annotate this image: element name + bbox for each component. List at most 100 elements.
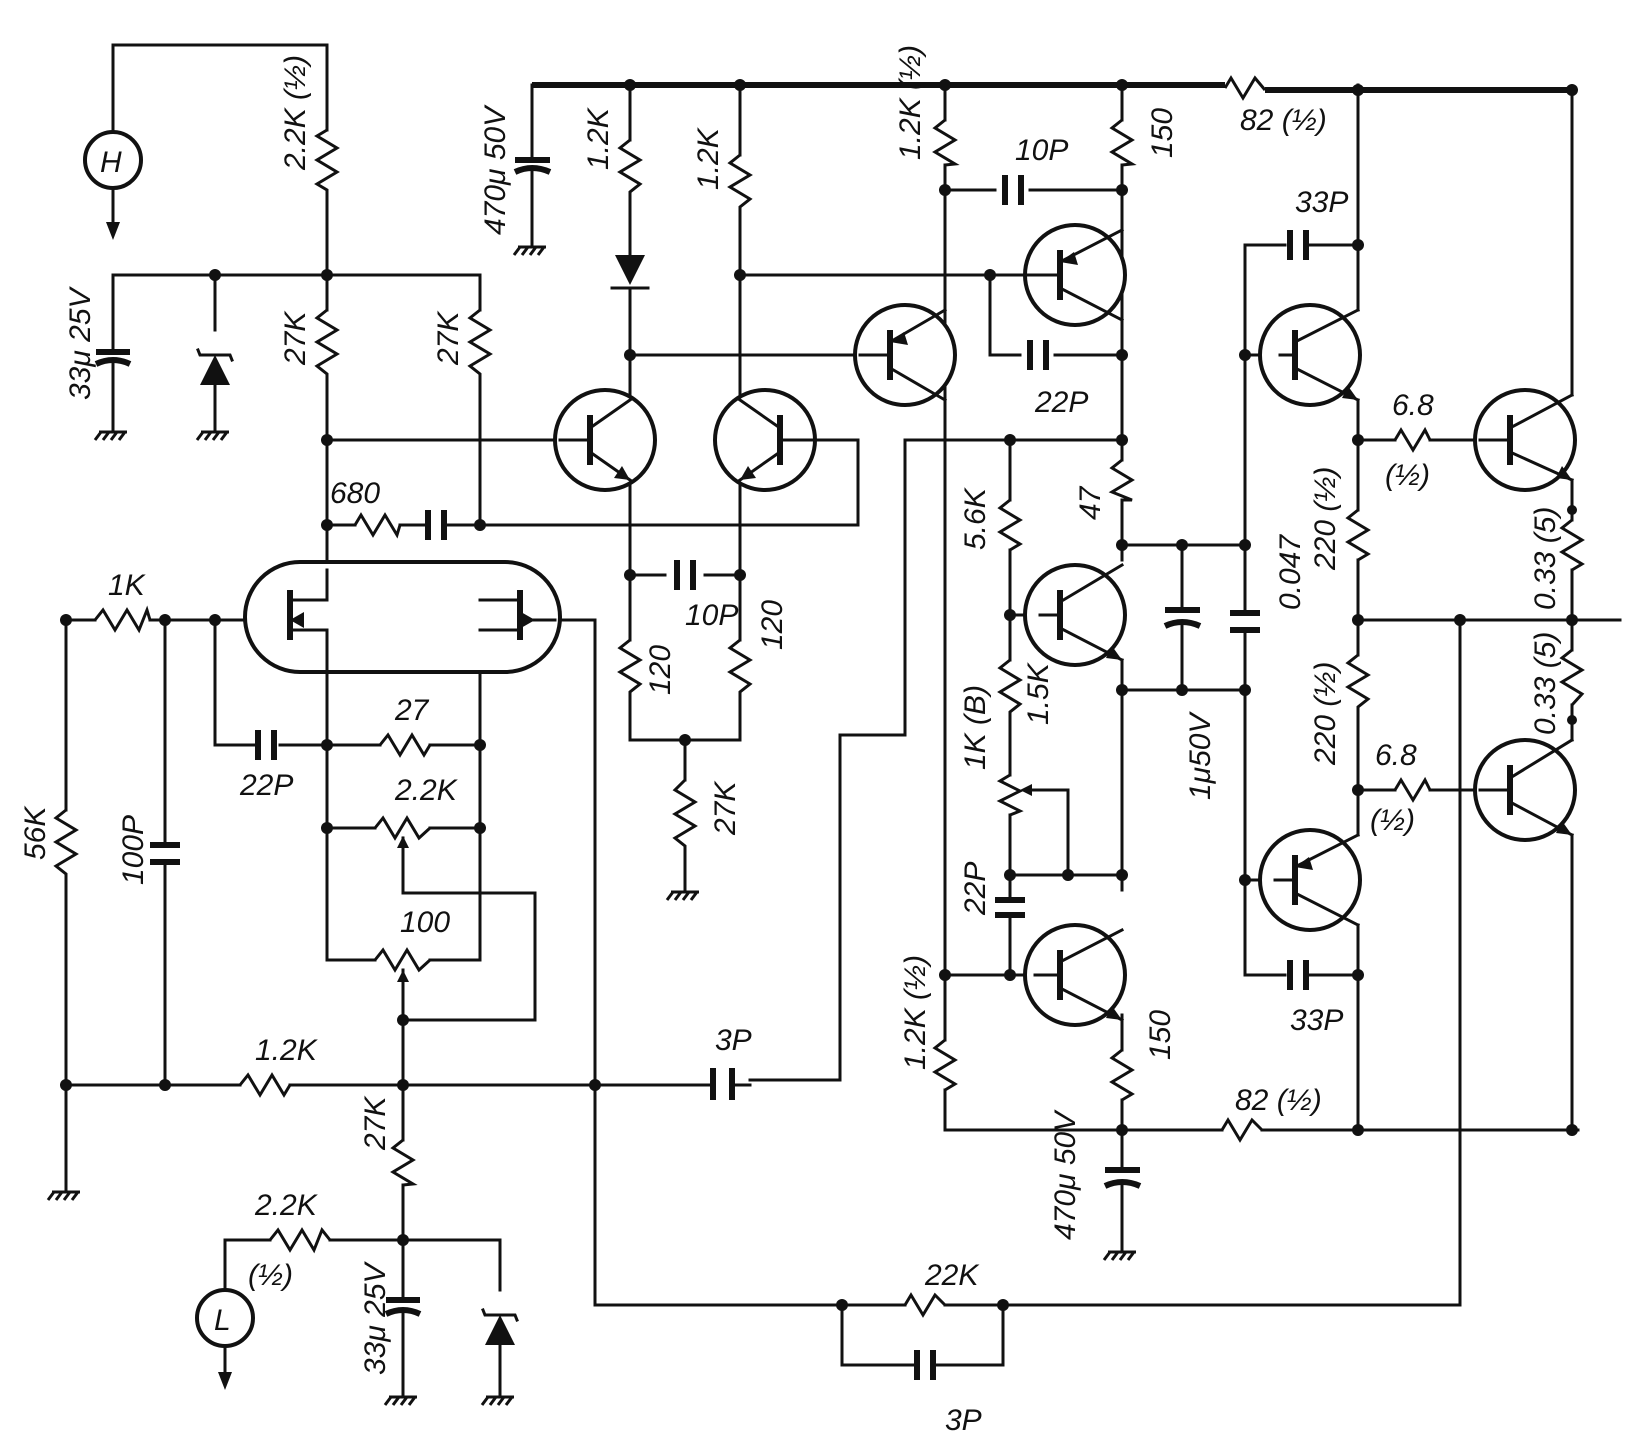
transistor-driver-top bbox=[1258, 303, 1362, 407]
zener-low bbox=[481, 1308, 519, 1345]
label-c-470u-low: 470μ 50V bbox=[1049, 1109, 1082, 1240]
resistor-150-low bbox=[1109, 1048, 1135, 1102]
transistor-diff-right bbox=[713, 388, 832, 492]
diode-bias bbox=[610, 255, 650, 290]
label-c-10p-top: 10P bbox=[1015, 134, 1068, 167]
label-r-27k-tail: 27K bbox=[709, 780, 742, 836]
resistor-2k2-low bbox=[268, 1227, 332, 1254]
cap-10p-top bbox=[1002, 175, 1024, 205]
resistor-27k-right bbox=[467, 308, 493, 380]
label-c-33u-top: 33μ 25V bbox=[64, 285, 97, 400]
junctions bbox=[60, 79, 1578, 1311]
svg-text:H: H bbox=[100, 146, 122, 179]
resistor-1k2-feedback bbox=[238, 1072, 292, 1098]
resistor-120-b bbox=[727, 638, 753, 700]
resistor-120-a bbox=[617, 638, 643, 700]
label-r-1k2-half-top: 1.2K (½) bbox=[894, 45, 927, 160]
label-c-10p-mid: 10P bbox=[685, 599, 738, 632]
cap-22p-fet bbox=[255, 730, 277, 760]
label-r-033-b: 0.33 (5) bbox=[1529, 632, 1562, 735]
resistor-220-half-b bbox=[1345, 653, 1371, 715]
resistor-56k bbox=[53, 808, 79, 880]
transistor-driver-low bbox=[1258, 828, 1362, 932]
component-labels: 2.2K (½) 470μ 50V 1.2K 1.2K 1.2K (½) 150… bbox=[19, 45, 1562, 1437]
resistor-220-half-a bbox=[1345, 508, 1371, 562]
terminals: H L bbox=[83, 130, 255, 1390]
cap-33u-top bbox=[94, 349, 132, 367]
terminal-l bbox=[195, 1288, 255, 1348]
resistor-27k-low bbox=[390, 1138, 418, 1187]
resistor-1k2-half-top bbox=[932, 118, 960, 167]
label-r-56k: 56K bbox=[19, 805, 52, 860]
resistor-1k-input bbox=[93, 605, 152, 634]
resistor-27 bbox=[378, 732, 432, 758]
resistor-150-top bbox=[1109, 118, 1137, 167]
transistors bbox=[243, 223, 1577, 1027]
transistor-output-low bbox=[1473, 737, 1577, 842]
label-half-a: (½) bbox=[1385, 459, 1430, 492]
pot-1kb bbox=[996, 773, 1024, 817]
cap-33p-low bbox=[1287, 960, 1309, 990]
label-c-22p-low: 22P bbox=[959, 862, 992, 916]
resistor-033-b bbox=[1559, 648, 1585, 707]
cap-22p-low bbox=[995, 897, 1025, 918]
transistor-vas-low bbox=[1023, 923, 1127, 1027]
label-r-120-b: 120 bbox=[756, 600, 789, 650]
resistor-6-8-b bbox=[1393, 776, 1432, 803]
label-r-1k2-fb: 1.2K bbox=[255, 1034, 319, 1067]
cap-10p-mid bbox=[674, 560, 696, 590]
label-c-33p-low: 33P bbox=[1290, 1004, 1343, 1037]
label-r-82-top: 82 (½) bbox=[1240, 104, 1327, 137]
label-half-low: (½) bbox=[248, 1259, 293, 1292]
cap-100p bbox=[150, 842, 180, 865]
resistor-82-top bbox=[1223, 75, 1267, 101]
cap-0047 bbox=[1230, 610, 1260, 633]
label-r-120-a: 120 bbox=[644, 645, 677, 695]
diodes bbox=[196, 255, 650, 1345]
cap-680-series bbox=[425, 510, 447, 540]
label-c-22p-mid: 22P bbox=[1034, 386, 1088, 419]
resistor-5k6 bbox=[997, 498, 1023, 552]
resistor-1k2-half-low bbox=[932, 1038, 958, 1092]
cap-33p-top bbox=[1287, 230, 1309, 260]
label-r-47: 47 bbox=[1074, 485, 1107, 520]
label-r-1kb: 1K (B) bbox=[959, 685, 992, 770]
cap-470u-top bbox=[513, 157, 552, 175]
label-r-27k-right: 27K bbox=[432, 310, 465, 366]
resistor-1k2-a bbox=[617, 138, 643, 195]
svg-text:L: L bbox=[214, 1304, 231, 1337]
pot-100 bbox=[373, 947, 432, 973]
label-r-6-8-b: 6.8 bbox=[1375, 739, 1417, 772]
label-r-680: 680 bbox=[330, 477, 380, 510]
label-r-82-low: 82 (½) bbox=[1235, 1084, 1322, 1117]
label-r-27: 27 bbox=[394, 694, 430, 727]
cap-22p-mid bbox=[1027, 340, 1049, 370]
label-c-100p: 100P bbox=[117, 815, 150, 885]
label-r-220-half-a: 220 (½) bbox=[1309, 467, 1342, 571]
resistor-033-a bbox=[1559, 518, 1585, 572]
label-half-b: (½) bbox=[1370, 804, 1415, 837]
label-r-27k-low: 27K bbox=[359, 1095, 392, 1151]
pot-2k2 bbox=[373, 815, 432, 841]
cap-3p-mid bbox=[710, 1068, 735, 1100]
label-c-3p-low: 3P bbox=[945, 1404, 982, 1437]
label-r-2k2-low: 2.2K bbox=[254, 1189, 319, 1222]
transistor-q3 bbox=[998, 223, 1127, 327]
label-r-1k2-b: 1.2K bbox=[692, 126, 725, 190]
transistor-bias bbox=[1023, 562, 1127, 667]
resistor-680 bbox=[353, 512, 402, 539]
resistor-22k bbox=[903, 1292, 947, 1318]
label-r-100-pot: 100 bbox=[400, 906, 450, 939]
label-c-33u-low: 33μ 25V bbox=[359, 1260, 392, 1375]
resistors bbox=[53, 75, 1585, 1318]
label-r-6-8-a: 6.8 bbox=[1392, 389, 1434, 422]
label-c-1u50v: 1μ50V bbox=[1184, 711, 1217, 800]
label-r-5k6: 5.6K bbox=[959, 486, 992, 550]
label-r-2k2-half-top: 2.2K (½) bbox=[279, 55, 312, 171]
resistor-27k-left bbox=[314, 308, 340, 380]
resistor-2k2-half-top bbox=[314, 128, 340, 195]
capacitors bbox=[94, 138, 1309, 1380]
label-r-033-a: 0.33 (5) bbox=[1529, 507, 1562, 610]
label-r-2k2-pot: 2.2K bbox=[394, 774, 459, 807]
